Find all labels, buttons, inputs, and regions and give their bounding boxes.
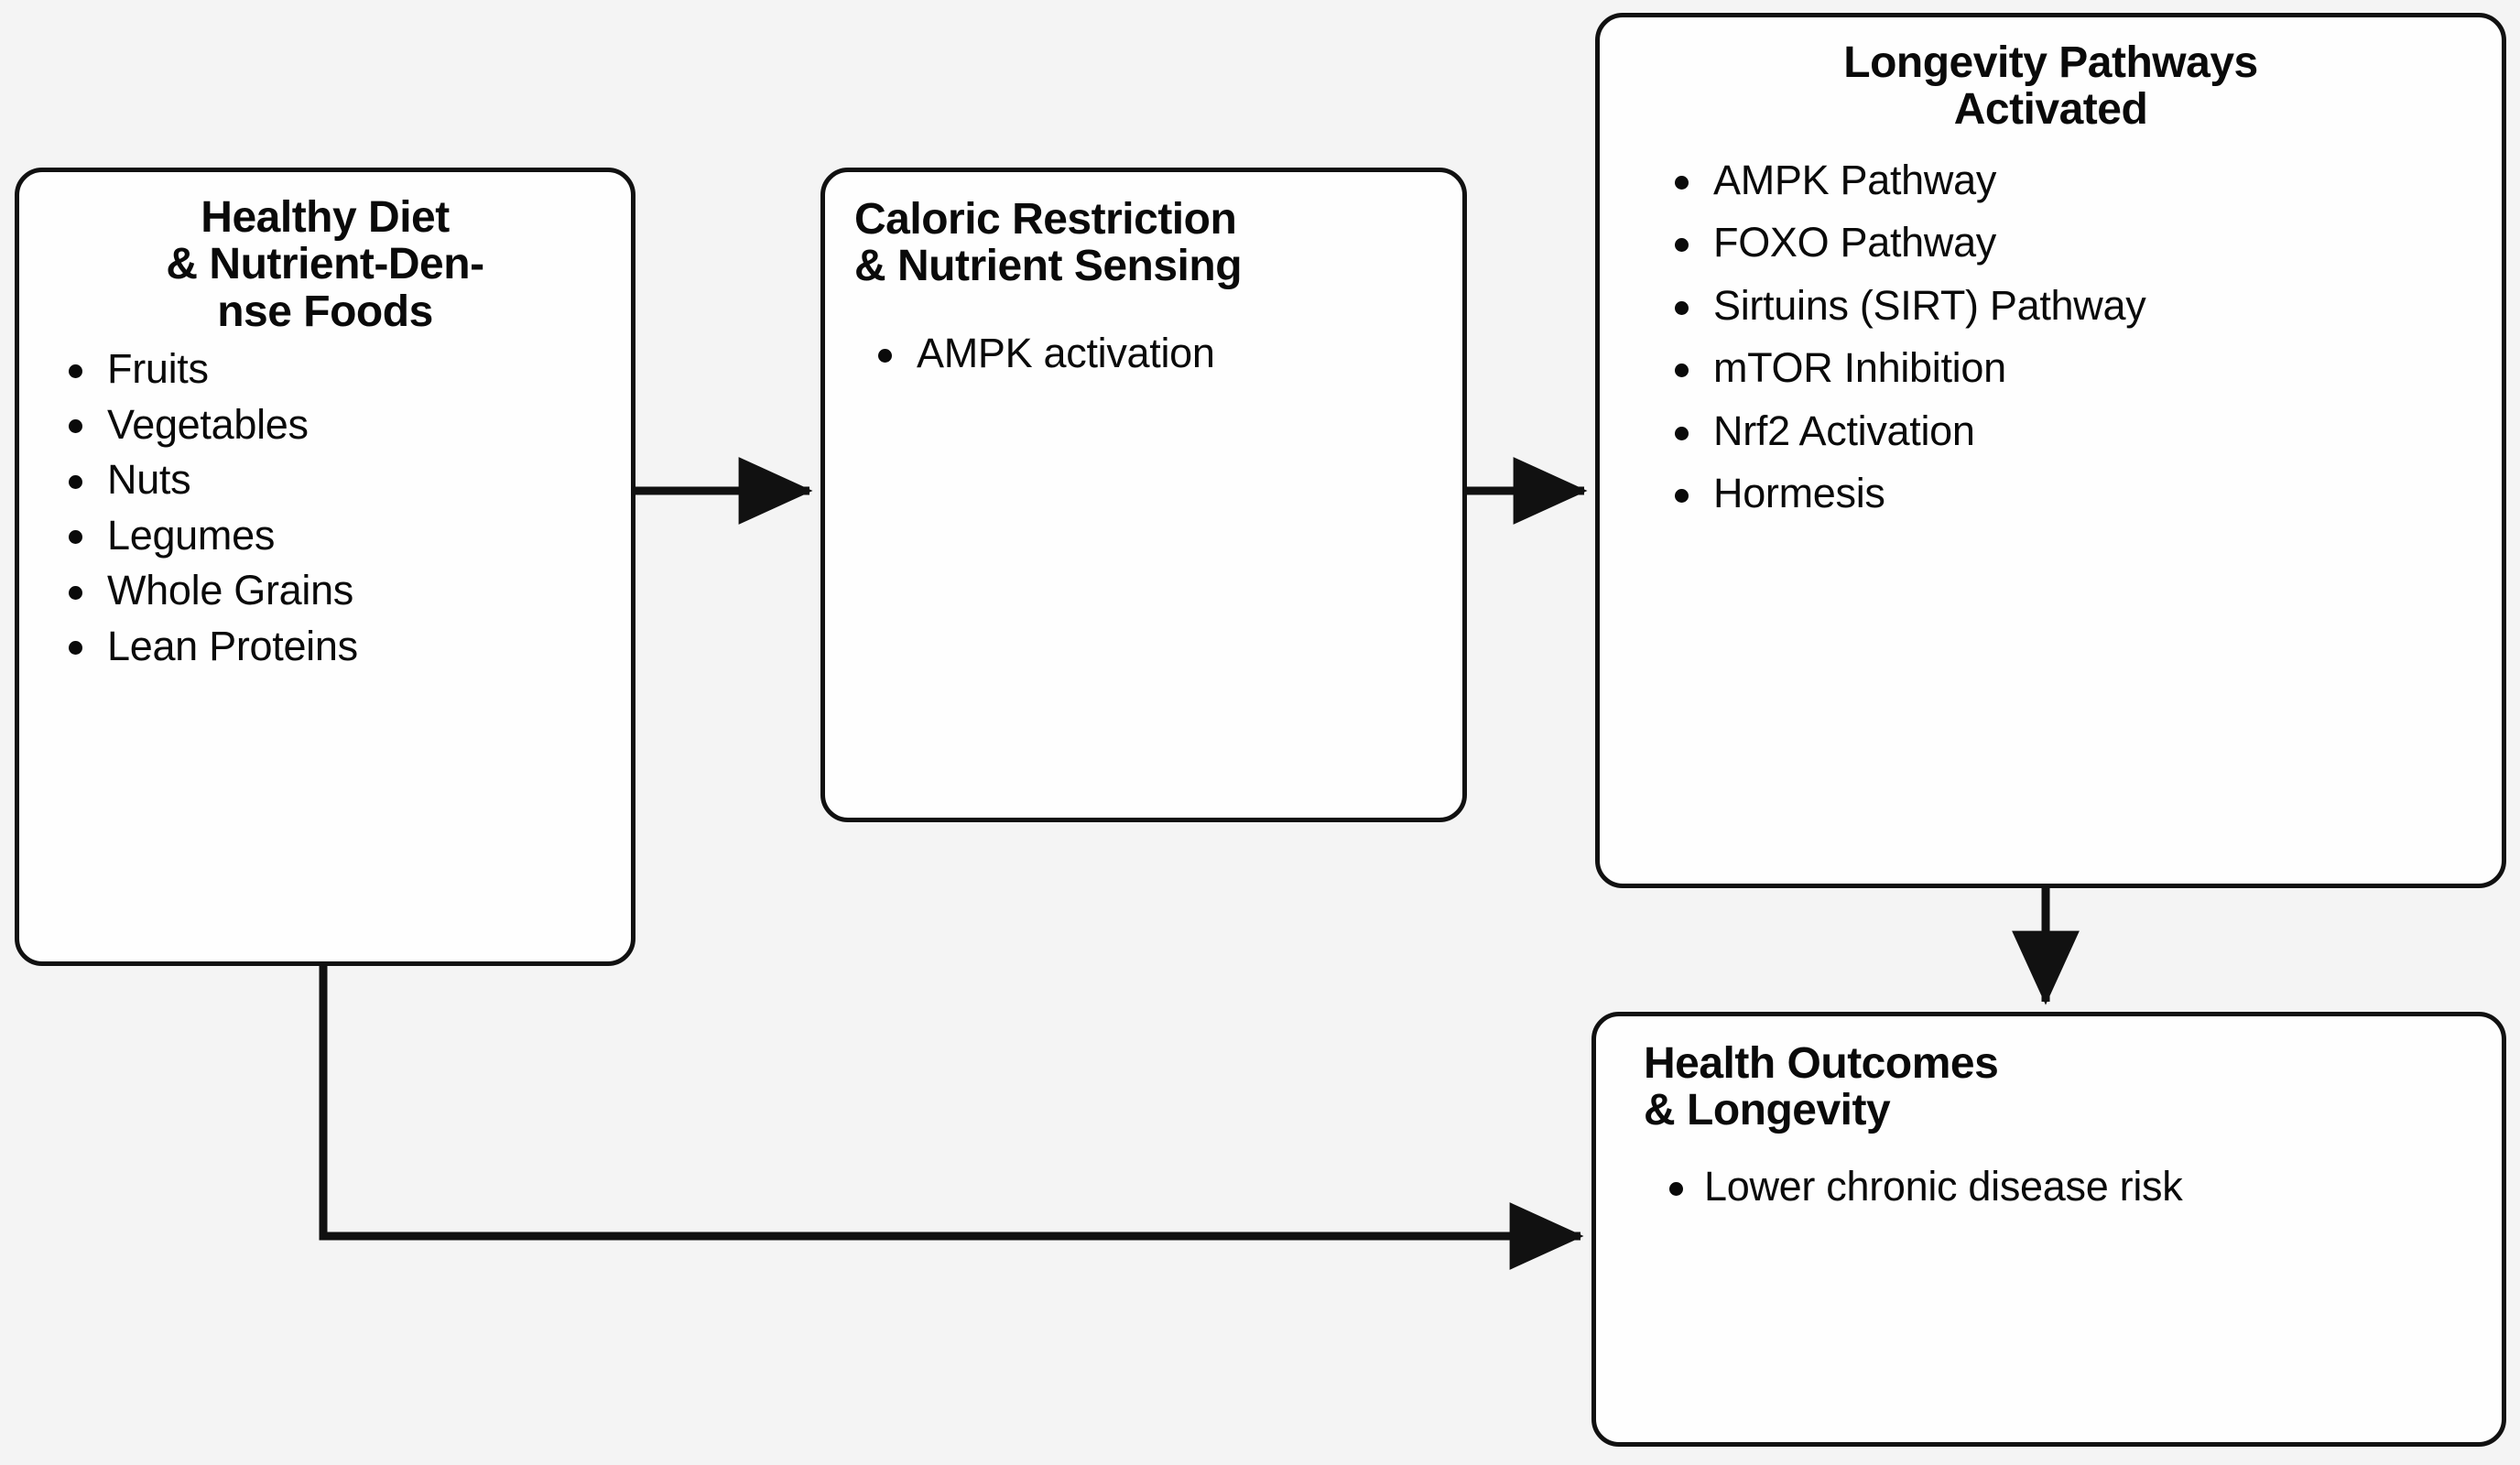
bullet-icon <box>1675 426 1689 440</box>
list-item-label: Sirtuins (SIRT) Pathway <box>1713 281 2146 329</box>
list-item: mTOR Inhibition <box>1662 345 2502 391</box>
node-longevity-pathways-title: Longevity Pathways Activated <box>1843 38 2258 135</box>
list-item-label: Hormesis <box>1713 470 1885 517</box>
node-caloric-restriction[interactable]: Caloric Restriction & Nutrient Sensing A… <box>820 168 1467 822</box>
list-item-label: Nuts <box>107 456 191 504</box>
list-item-label: Lean Proteins <box>107 622 358 669</box>
bullet-icon <box>1669 1181 1683 1196</box>
node-longevity-pathways[interactable]: Longevity Pathways Activated AMPK Pathwa… <box>1595 13 2506 888</box>
bullet-icon <box>1675 489 1689 504</box>
list-item: Nrf2 Activation <box>1662 407 2502 454</box>
bullet-icon <box>878 348 892 363</box>
list-item-label: Lower chronic disease risk <box>1704 1162 2183 1210</box>
list-item: Hormesis <box>1662 471 2502 516</box>
node-healthy-diet[interactable]: Healthy Diet & Nutrient-Den- nse Foods F… <box>15 168 635 966</box>
list-item-label: AMPK Pathway <box>1713 156 1997 203</box>
bullet-icon <box>69 419 82 434</box>
node-healthy-diet-list: Fruits Vegetables Nuts Legumes Whole Gra… <box>56 346 631 668</box>
list-item: AMPK Pathway <box>1662 157 2502 203</box>
list-item-label: Whole Grains <box>107 567 353 614</box>
list-item: Nuts <box>56 457 631 503</box>
list-item: Whole Grains <box>56 568 631 613</box>
bullet-icon <box>69 530 82 545</box>
list-item: Legumes <box>56 511 631 559</box>
list-item-label: Nrf2 Activation <box>1713 407 1975 454</box>
list-item: AMPK activation <box>865 329 1462 376</box>
list-item-label: AMPK activation <box>917 329 1215 376</box>
list-item-label: mTOR Inhibition <box>1713 344 2006 392</box>
bullet-icon <box>1675 175 1689 190</box>
list-item: Lower chronic disease risk <box>1656 1162 2502 1210</box>
bullet-icon <box>1675 300 1689 315</box>
list-item: Vegetables <box>56 400 631 448</box>
list-item-label: FOXO Pathway <box>1713 219 1997 266</box>
list-item: Sirtuins (SIRT) Pathway <box>1662 281 2502 329</box>
bullet-icon <box>69 585 82 600</box>
node-healthy-diet-title: Healthy Diet & Nutrient-Den- nse Foods <box>166 193 484 336</box>
list-item: FOXO Pathway <box>1662 220 2502 266</box>
bullet-icon <box>69 474 82 489</box>
node-health-outcomes-list: Lower chronic disease risk <box>1656 1162 2502 1210</box>
node-longevity-pathways-list: AMPK Pathway FOXO Pathway Sirtuins (SIRT… <box>1662 157 2502 516</box>
list-item: Lean Proteins <box>56 622 631 669</box>
list-item-label: Vegetables <box>107 400 309 448</box>
list-item: Fruits <box>56 346 631 392</box>
edge-diet-to-health-outcomes <box>319 966 1584 1270</box>
bullet-icon <box>69 641 82 656</box>
node-caloric-restriction-list: AMPK activation <box>865 329 1462 376</box>
bullet-icon <box>1675 238 1689 253</box>
bullet-icon <box>69 364 82 378</box>
list-item-label: Legumes <box>107 511 276 559</box>
node-health-outcomes-title: Health Outcomes & Longevity <box>1644 1039 1999 1135</box>
list-item-label: Fruits <box>107 345 209 393</box>
bullet-icon <box>1675 364 1689 378</box>
node-caloric-restriction-title: Caloric Restriction & Nutrient Sensing <box>854 195 1243 291</box>
node-health-outcomes[interactable]: Health Outcomes & Longevity Lower chroni… <box>1591 1012 2506 1447</box>
